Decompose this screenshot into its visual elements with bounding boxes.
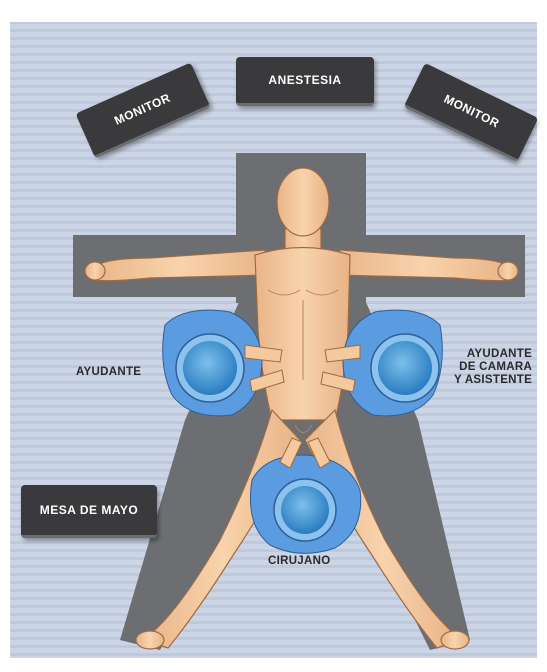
mayo-stand-box: MESA DE MAYO	[21, 485, 157, 538]
camera-assistant-line-3: Y ASISTENTE	[454, 374, 532, 387]
camera-assistant-label: AYUDANTE DE CAMARA Y ASISTENTE	[462, 348, 532, 387]
monitor-left-label: MONITOR	[112, 91, 172, 128]
camera-assistant-line-1: AYUDANTE	[462, 348, 532, 361]
camera-assistant-line-2: DE CAMARA	[454, 361, 532, 374]
monitor-right-label: MONITOR	[442, 92, 502, 131]
mayo-stand-label: MESA DE MAYO	[40, 503, 138, 517]
anesthesia-label: ANESTESIA	[268, 73, 341, 87]
anesthesia-box: ANESTESIA	[236, 57, 374, 106]
surgeon-label: CIRUJANO	[268, 555, 330, 568]
assistant-label: AYUDANTE	[76, 366, 141, 379]
